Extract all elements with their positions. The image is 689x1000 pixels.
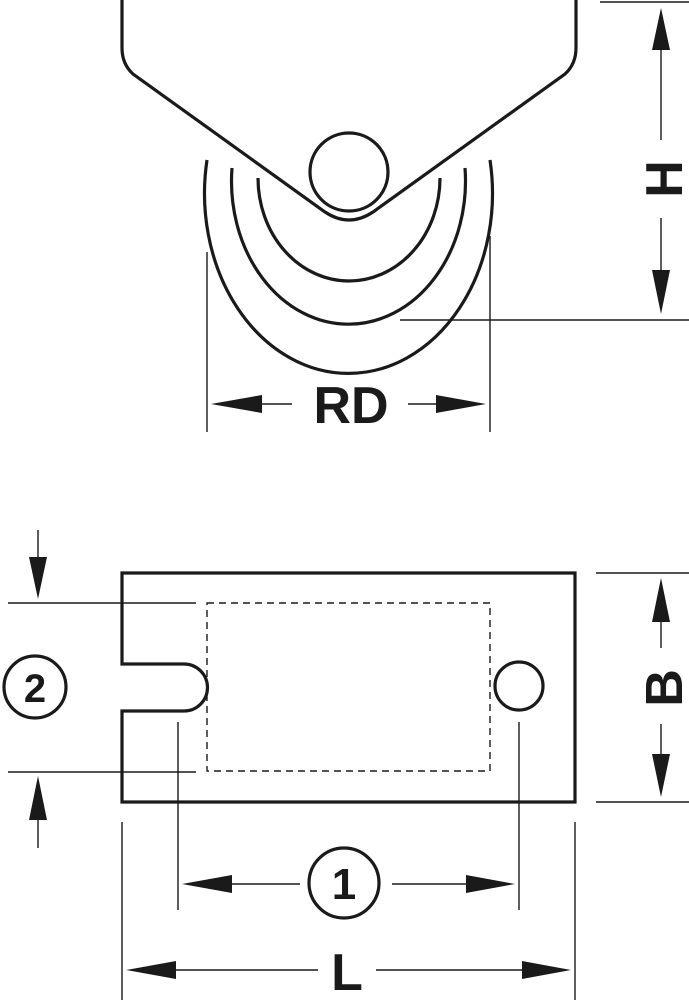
castor-fork [120, 0, 578, 222]
mounting-plate [120, 571, 577, 804]
plate-length-dimension: L [121, 822, 576, 1000]
slot-spacing-dimension: 2 [2, 530, 196, 848]
hole-spacing-marker [307, 846, 381, 920]
plate-length-label: L [331, 944, 363, 1000]
slot-spacing-marker [2, 654, 68, 720]
wheel-ring-inner [256, 177, 442, 283]
wheel-outline-dashed [206, 602, 491, 772]
plate-width-label: B [636, 669, 689, 707]
slot-spacing-label: 2 [24, 667, 46, 711]
wheel-diameter-dimension: RD [206, 236, 491, 435]
height-dimension: H [400, 1, 689, 321]
height-label: H [636, 160, 689, 198]
mounting-plate-top-view [120, 571, 577, 804]
castor-side-view [120, 0, 578, 375]
wheel-outer [202, 159, 495, 375]
plate-width-dimension: B [596, 572, 689, 803]
hole-spacing-dimension: 1 [177, 722, 520, 920]
mounting-hole [493, 660, 545, 712]
wheel-axle [308, 131, 390, 213]
wheel-diameter-label: RD [313, 377, 388, 435]
hole-spacing-label: 1 [332, 860, 356, 909]
wheel-ring-middle [229, 167, 468, 326]
